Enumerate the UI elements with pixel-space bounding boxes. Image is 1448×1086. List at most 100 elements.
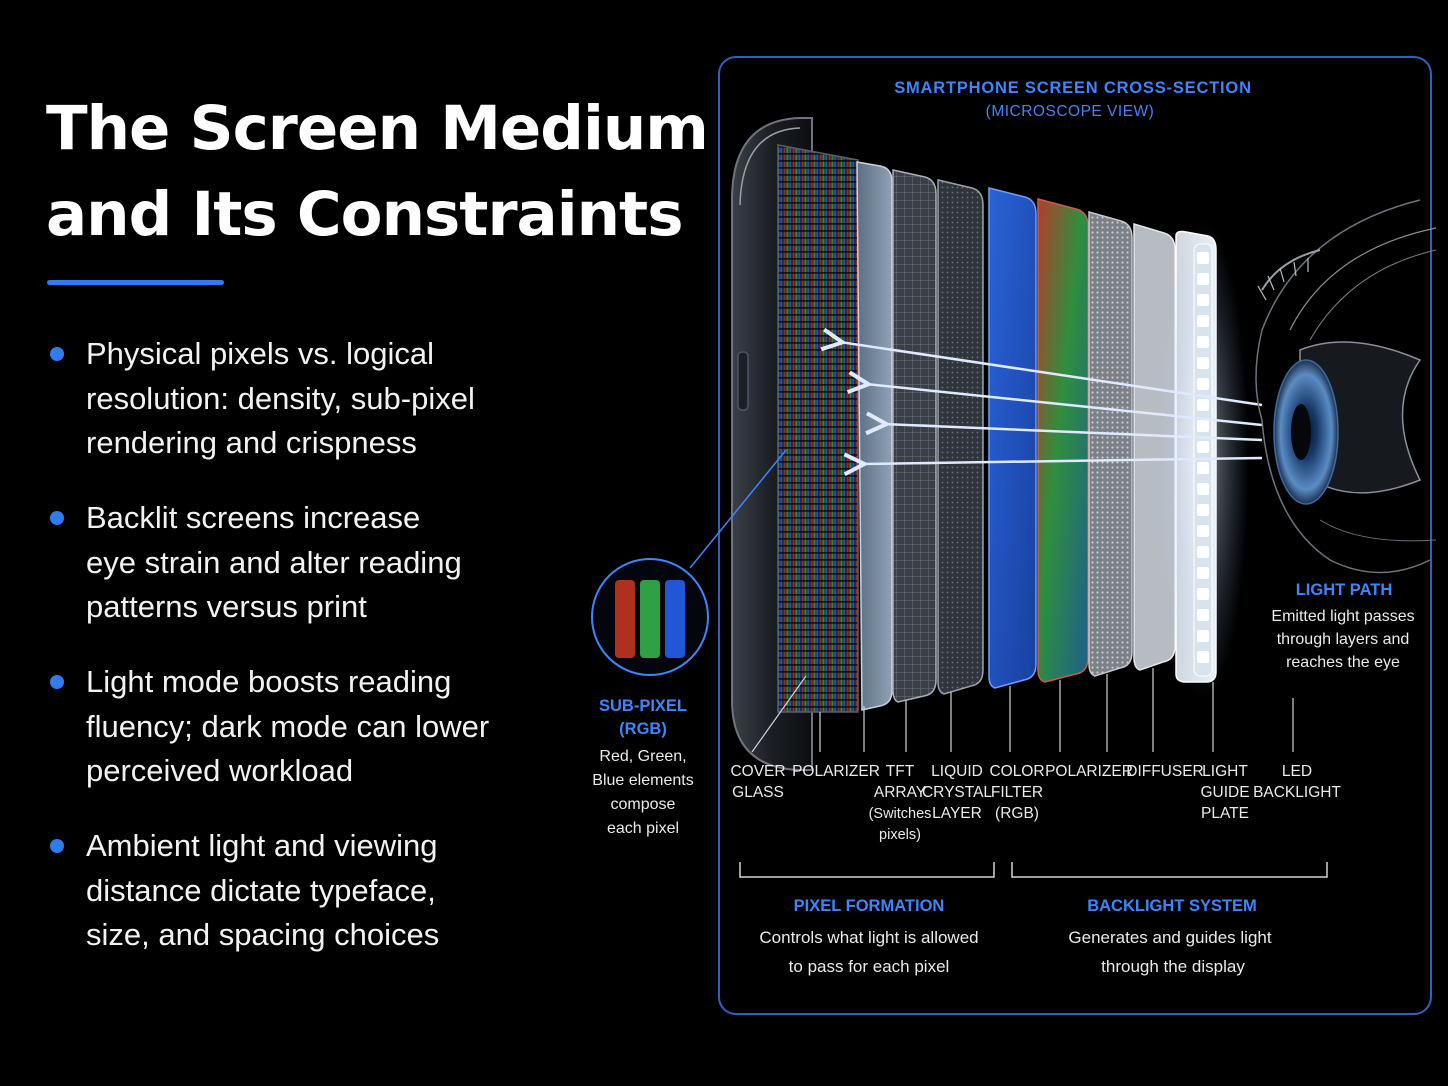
layer-label-diffuser: DIFFUSER: [1126, 763, 1204, 780]
side-button-icon: [737, 351, 749, 411]
polarizer-2-slab: [1088, 211, 1133, 677]
layer-label-light-guide: GUIDE: [1200, 784, 1249, 801]
light-arrow: [884, 424, 1263, 442]
led-icon: [1197, 357, 1209, 369]
subpixel-red: [615, 580, 635, 658]
led-icon: [1197, 588, 1209, 600]
led-icon: [1197, 273, 1209, 285]
subpixel-desc: each pixel: [607, 820, 679, 837]
layer-label-tft-array: pixels): [879, 827, 921, 843]
layer-label-polarizer-2: POLARIZER: [1045, 763, 1133, 780]
bullet-item-ambient: Ambient light and viewing distance dicta…: [46, 824, 566, 958]
light-path-desc: reaches the eye: [1286, 654, 1400, 671]
title-line-2: and Its Constraints: [46, 179, 684, 250]
title-line-1: The Screen Medium: [46, 93, 709, 164]
group-title-backlight-system: BACKLIGHT SYSTEM: [1087, 897, 1257, 915]
bullet-line: Light mode boosts reading: [86, 664, 452, 699]
layer-callout-lines: [751, 668, 1294, 753]
subpixel-green: [640, 580, 660, 658]
pixel-formation-bracket: [739, 862, 995, 878]
layer-label-tft-array: ARRAY: [874, 784, 926, 801]
bullet-list: Physical pixels vs. logical resolution: …: [46, 332, 566, 988]
led-icon: [1197, 504, 1209, 516]
subpixel-desc: Red, Green,: [599, 748, 686, 765]
bullet-dot-icon: [50, 347, 64, 361]
page-title: The Screen Medium and Its Constraints: [46, 86, 709, 258]
led-icon: [1197, 483, 1209, 495]
layer-label-cover-glass: GLASS: [732, 784, 784, 801]
diagram-panel: [718, 56, 1432, 1015]
layer-label-cover-glass: COVER: [730, 763, 785, 780]
bullet-line: fluency; dark mode can lower: [86, 708, 490, 744]
led-icon: [1197, 420, 1209, 432]
bullet-dot-icon: [50, 839, 64, 853]
led-icon: [1197, 378, 1209, 390]
light-path-title: LIGHT PATH: [1296, 581, 1393, 599]
led-icon: [1197, 525, 1209, 537]
group-title-pixel-formation: PIXEL FORMATION: [794, 897, 945, 915]
subpixel-desc: Blue elements: [592, 772, 693, 789]
led-icon: [1197, 252, 1209, 264]
group-desc-backlight-system: Generates and guides light: [1068, 928, 1271, 947]
light-arrow: [840, 342, 1263, 407]
led-icon: [1197, 630, 1209, 642]
led-icon: [1197, 462, 1209, 474]
led-icon: [1197, 651, 1209, 663]
bullet-item-backlit: Backlit screens increase eye strain and …: [46, 496, 566, 630]
led-icon: [1197, 315, 1209, 327]
layer-label-light-guide: PLATE: [1201, 805, 1249, 822]
liquid-crystal-slab: [937, 179, 984, 695]
led-icon: [1197, 336, 1209, 348]
bullet-line: rendering and crispness: [86, 425, 417, 460]
tft-array-slab: [892, 169, 937, 703]
led-icon: [1197, 399, 1209, 411]
subpixel-title: SUB-PIXEL: [599, 697, 687, 715]
layer-label-color-filter: COLOR: [989, 763, 1044, 780]
light-path-arrows: [840, 342, 1263, 464]
bullet-line: distance dictate typeface,: [86, 872, 436, 908]
layer-label-led-backlight: LED: [1282, 763, 1312, 780]
color-filter-blue-slab: [988, 187, 1037, 689]
layer-label-polarizer: POLARIZER: [792, 763, 880, 780]
diagram-heading: SMARTPHONE SCREEN CROSS-SECTION: [894, 79, 1252, 97]
led-icon: [1197, 441, 1209, 453]
light-arrow: [866, 384, 1263, 427]
group-brackets: [739, 862, 1328, 878]
diagram-subheading: (MICROSCOPE VIEW): [986, 103, 1155, 120]
subpixel-magnifier: [591, 449, 787, 676]
layer-labels: COVER GLASS POLARIZER TFT ARRAY (Switche…: [730, 763, 1341, 843]
backlight-system-bracket: [1011, 862, 1328, 878]
group-desc-pixel-formation: to pass for each pixel: [789, 957, 950, 976]
subpixel-blue: [665, 580, 685, 658]
layer-label-liquid-crystal: LIQUID: [931, 763, 983, 780]
bullet-line: size, and spacing choices: [86, 917, 440, 952]
layer-label-led-backlight: BACKLIGHT: [1253, 784, 1341, 801]
bullet-item-pixels: Physical pixels vs. logical resolution: …: [46, 332, 566, 466]
bullet-line: perceived workload: [86, 753, 354, 788]
bullet-item-light-mode: Light mode boosts reading fluency; dark …: [46, 660, 566, 794]
led-icon: [1197, 609, 1209, 621]
light-path-desc: Emitted light passes: [1271, 608, 1414, 625]
layer-label-tft-array: (Switches: [869, 806, 932, 822]
layer-label-color-filter: (RGB): [995, 805, 1039, 822]
layer-label-light-guide: LIGHT: [1202, 763, 1248, 780]
bullet-line: eye strain and alter reading: [86, 544, 462, 580]
title-underline: [47, 280, 224, 285]
bullet-line: patterns versus print: [86, 589, 367, 624]
led-icon: [1197, 294, 1209, 306]
bullet-dot-icon: [50, 675, 64, 689]
group-desc-backlight-system: through the display: [1101, 957, 1245, 976]
light-arrow: [862, 458, 1263, 464]
subpixel-desc: compose: [611, 796, 676, 813]
layer-label-color-filter: FILTER: [991, 784, 1043, 801]
subpixel-title: (RGB): [619, 720, 667, 738]
layer-label-tft-array: TFT: [886, 763, 915, 780]
bullet-line: Ambient light and viewing: [86, 828, 438, 863]
led-icon: [1197, 546, 1209, 558]
pixel-display-layer: [777, 144, 859, 713]
layer-label-liquid-crystal: CRYSTAL: [922, 784, 992, 801]
bullet-line: Physical pixels vs. logical: [86, 336, 435, 371]
polarizer-slab: [856, 161, 893, 711]
bullet-line: Backlit screens increase: [86, 500, 421, 535]
